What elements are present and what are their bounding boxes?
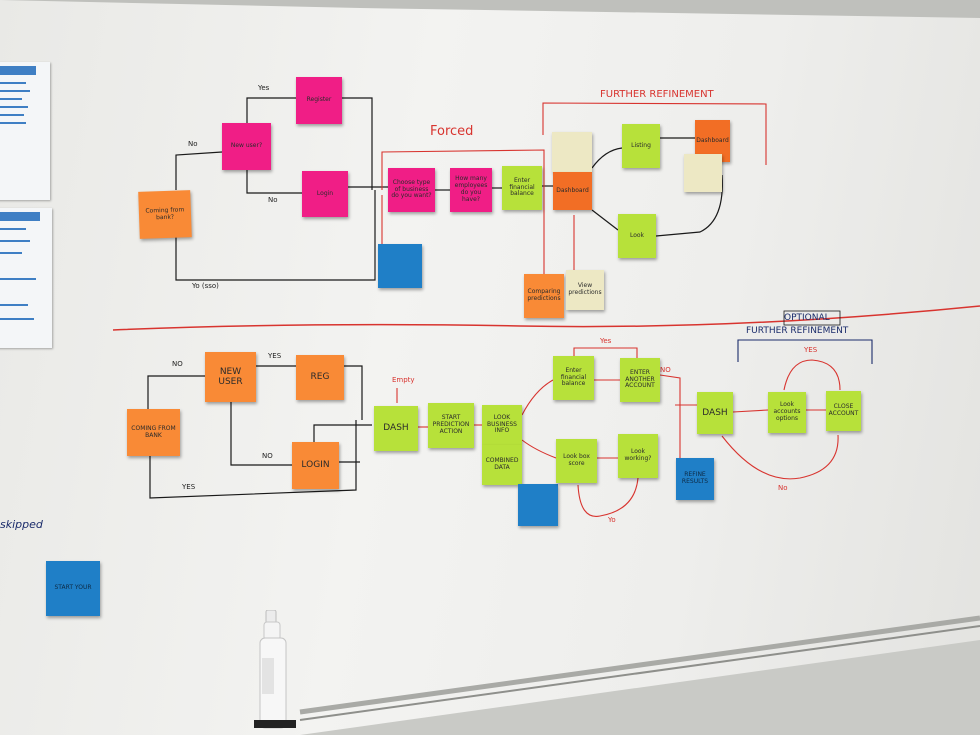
note-dash: DASH xyxy=(374,406,418,451)
note-dashboard: Dashboard xyxy=(553,172,592,210)
note-combined-data: COMBINED DATA xyxy=(482,445,522,485)
note-start-your: START YOUR xyxy=(46,561,100,616)
spray-bottle xyxy=(254,610,296,729)
note-business-type: Choose type of business do you want? xyxy=(388,168,435,212)
edge-yes-bottom: YES xyxy=(268,352,282,360)
edge-yo-top: Yo (sso) xyxy=(192,282,219,290)
edge-no4: No xyxy=(778,484,788,492)
wall-poster-bottom xyxy=(0,208,52,348)
note-new-user-2: NEW USER xyxy=(205,352,256,402)
note-comparing: Comparing predictions xyxy=(524,274,564,318)
note-look-working: Look working? xyxy=(618,434,658,478)
note-look-business: LOOK BUSINESS INFO xyxy=(482,405,522,445)
note-close-account: CLOSE ACCOUNT xyxy=(826,391,861,431)
note-financial-balance: Enter financial balance xyxy=(502,166,542,210)
note-blue-top xyxy=(378,244,422,288)
note-employees: How many employees do you have? xyxy=(450,168,492,212)
forced-heading: Forced xyxy=(430,124,474,139)
note-dash-2: DASH xyxy=(697,392,733,434)
note-coming-from-bank-2: COMING FROM BANK xyxy=(127,409,180,456)
wall-poster-top xyxy=(0,62,50,200)
optional-heading: OPTIONAL xyxy=(784,313,830,323)
note-enter-balance: Enter financial balance xyxy=(553,356,594,400)
note-login: Login xyxy=(302,171,348,217)
refinement-heading-bottom: FURTHER REFINEMENT xyxy=(746,326,849,336)
note-new-user: New user? xyxy=(222,123,271,170)
note-coming-from-bank: Coming from bank? xyxy=(138,190,192,239)
edge-no-bottom: NO xyxy=(172,360,183,368)
note-look: Look xyxy=(618,214,656,258)
edge-no2-top: No xyxy=(268,196,278,204)
note-look-accounts: Look accounts options xyxy=(768,392,806,433)
note-login-2: LOGIN xyxy=(292,442,339,489)
edge-yes4: YES xyxy=(804,346,818,354)
note-blue-bottom xyxy=(518,484,558,526)
note-enter-another: ENTER ANOTHER ACCOUNT xyxy=(620,358,660,402)
note-listing: Listing xyxy=(622,124,660,168)
note-register: Register xyxy=(296,77,342,124)
edge-no2-bottom: NO xyxy=(262,452,273,460)
edge-yes2-bottom: YES xyxy=(182,483,196,491)
edge-yo-bottom: Yo xyxy=(608,516,616,524)
note-refine-results: REFINE RESULTS xyxy=(676,458,714,500)
edge-yes3: Yes xyxy=(600,337,612,345)
note-start-prediction: START PREDICTION ACTION xyxy=(428,403,474,448)
edge-no3: NO xyxy=(660,366,671,374)
note-view-predictions: View predictions xyxy=(566,270,604,310)
note-pale-top xyxy=(552,132,592,172)
edge-no-top: No xyxy=(188,140,198,148)
note-pale-right xyxy=(684,154,722,192)
note-reg: REG xyxy=(296,355,344,400)
refinement-heading-top: FURTHER REFINEMENT xyxy=(600,89,714,100)
skipped-label: skipped xyxy=(0,518,43,531)
edge-empty: Empty xyxy=(392,376,415,384)
note-look-box: Look box score xyxy=(556,439,597,483)
edge-yes-top: Yes xyxy=(258,84,270,92)
